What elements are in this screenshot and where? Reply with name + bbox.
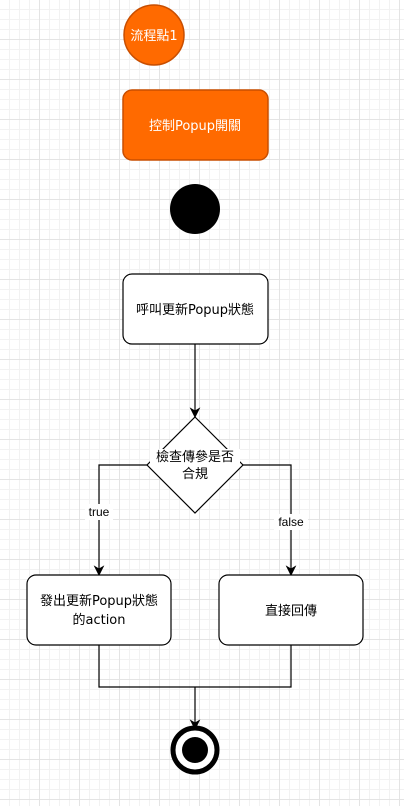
dispatch-action-shape	[26, 574, 172, 646]
edge-return-merge	[195, 645, 292, 688]
dispatch-action-label-line1: 發出更新Popup狀態	[40, 593, 158, 609]
edge-dispatch-merge	[98, 645, 195, 688]
decision-label-line2: 合規	[182, 467, 208, 482]
initial-node[interactable]	[170, 184, 220, 234]
edge-label-true: true	[89, 505, 110, 519]
return-directly-label: 直接回傳	[265, 603, 317, 619]
start-node-shape	[123, 4, 185, 66]
decision-node[interactable]: 檢查傳參是否 合規	[146, 416, 244, 514]
start-node-label: 流程點1	[130, 29, 177, 44]
dispatch-action-node[interactable]: 發出更新Popup狀態 的action	[26, 574, 172, 646]
popup-toggle-shape	[122, 89, 269, 161]
popup-toggle-label: 控制Popup開關	[149, 119, 241, 134]
call-update-label: 呼叫更新Popup狀態	[136, 302, 254, 318]
return-directly-shape	[218, 574, 364, 646]
edge-decision-false	[243, 464, 297, 577]
start-node[interactable]: 流程點1	[123, 4, 185, 66]
edge-decision-true	[93, 464, 147, 577]
final-node-core	[182, 737, 208, 763]
decision-label-line1: 檢查傳參是否	[156, 449, 234, 465]
popup-toggle-node[interactable]: 控制Popup開關	[122, 89, 269, 161]
false-label-backdrop	[274, 514, 308, 530]
decision-label-backdrop	[150, 449, 240, 465]
edge-label-false: false	[278, 515, 304, 529]
return-directly-node[interactable]: 直接回傳	[218, 574, 364, 646]
call-update-node[interactable]: 呼叫更新Popup狀態	[122, 273, 269, 345]
true-label-backdrop	[85, 504, 113, 520]
dispatch-action-label-line2: 的action	[72, 612, 125, 628]
final-node[interactable]	[170, 725, 220, 775]
